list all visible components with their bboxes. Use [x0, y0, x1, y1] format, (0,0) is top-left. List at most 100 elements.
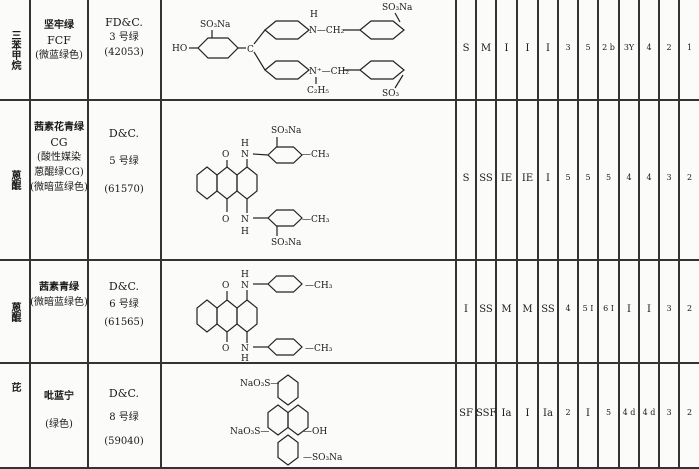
property-value: 2 b	[602, 43, 615, 52]
property-value: 3	[666, 408, 672, 417]
struct-label: H	[241, 227, 249, 237]
benzene-ring	[267, 404, 289, 436]
struct-label: H	[310, 10, 318, 20]
dye-name-line: (绿色)	[45, 419, 73, 430]
struct-label: SO₃Na	[200, 20, 231, 30]
property-value: S	[462, 173, 470, 184]
benzene-ring	[236, 166, 258, 200]
struct-label: —CH₃	[302, 215, 330, 225]
struct-label: O	[222, 344, 229, 354]
dye-name-line: 茜素花青绿	[34, 122, 84, 133]
struct-label: O	[222, 281, 229, 291]
dye-name-line: CG	[50, 136, 68, 149]
property-value: 5	[565, 173, 571, 182]
struct-label: O	[222, 215, 229, 225]
property-value: 6 I	[603, 304, 614, 313]
column-divider	[618, 0, 620, 469]
benzene-ring	[359, 20, 405, 40]
property-value: 4 d	[642, 408, 656, 417]
property-value: IE	[521, 173, 534, 184]
struct-label: N	[241, 344, 249, 354]
benzene-ring	[267, 275, 303, 293]
property-value: M	[522, 304, 533, 315]
column-divider	[577, 0, 579, 469]
property-value: 5	[585, 43, 591, 52]
struct-label: C₂H₅	[307, 86, 329, 96]
property-value: 5 I	[582, 304, 594, 313]
benzene-ring	[196, 299, 218, 333]
struct-label: N	[241, 281, 249, 291]
struct-label: SO₃	[382, 89, 400, 99]
struct-label: H	[241, 354, 249, 364]
property-value: IE	[500, 173, 513, 184]
code-line: (42053)	[104, 47, 144, 58]
dye-name: 吡蓝宁 (绿色)	[30, 383, 88, 439]
struct-label: O	[222, 150, 229, 160]
struct-label: SO₃Na	[271, 238, 302, 248]
property-value: Ia	[543, 408, 553, 419]
property-value: 2	[686, 173, 693, 182]
code-line: D&C.	[108, 387, 140, 400]
struct-label: H	[241, 139, 249, 149]
class-label: 蒽醌	[9, 170, 20, 190]
dye-code: D&C. 6 号绿 (61565)	[88, 278, 160, 332]
column-divider	[475, 0, 477, 469]
dye-code: D&C. 5 号绿 (61570)	[88, 120, 160, 204]
column-divider	[658, 0, 660, 469]
dye-name-line: 吡蓝宁	[44, 391, 74, 402]
column-divider	[455, 0, 457, 469]
struct-label: HO	[172, 44, 187, 54]
struct-label: N	[241, 215, 249, 225]
property-value: I	[504, 43, 509, 54]
dye-name-line: FCF	[47, 34, 71, 47]
dye-code: FD&C. 3 号绿 (42053)	[88, 15, 160, 60]
benzene-ring	[216, 299, 238, 333]
struct-label: N—CH₂	[309, 26, 345, 36]
dye-name: 茜素花青绿 CG (酸性媒染 蒽醌绿CG) (微暗蓝绿色)	[30, 120, 88, 195]
class-label: 芘	[9, 382, 20, 392]
property-value: I	[525, 408, 530, 419]
column-divider	[160, 0, 162, 469]
property-value: 5	[605, 408, 612, 417]
struct-label: N⁺—CH₂	[309, 67, 349, 77]
benzene-ring	[236, 299, 258, 333]
class-label: 三苯甲烷	[9, 29, 20, 70]
property-value: I	[647, 304, 651, 315]
property-value: 3	[666, 304, 672, 313]
row-divider	[0, 99, 699, 101]
dye-name-line: (微蓝绿色)	[35, 50, 83, 61]
bond	[253, 51, 266, 71]
struct-label: H	[241, 270, 249, 280]
property-value: 4	[646, 173, 652, 182]
property-value: SS	[479, 304, 493, 315]
row-divider	[0, 259, 699, 261]
struct-label: SO₃Na	[271, 126, 302, 136]
column-divider	[638, 0, 640, 469]
benzene-ring	[264, 60, 310, 80]
column-divider	[87, 0, 89, 469]
dye-name-line: (酸性媒染	[37, 152, 81, 163]
dye-name-line: 坚牢绿	[44, 20, 74, 31]
code-line: (61565)	[104, 317, 144, 328]
benzene-ring	[267, 338, 303, 356]
property-value: I	[525, 43, 530, 54]
property-value: I	[627, 304, 631, 315]
property-value: 2	[666, 43, 672, 52]
dye-name: 茜素青绿 (微暗蓝绿色)	[30, 280, 88, 310]
benzene-ring	[267, 209, 303, 227]
code-line: 5 号绿	[109, 156, 139, 167]
property-value: S	[462, 43, 470, 54]
property-value: SS	[479, 173, 493, 184]
struct-label: SO₃Na	[382, 3, 413, 13]
struct-label: NaO₃S—	[230, 427, 269, 437]
benzene-ring	[277, 374, 299, 406]
property-value: 4 d	[622, 408, 636, 417]
struct-label: —CH₃	[305, 344, 333, 354]
column-divider	[495, 0, 497, 469]
bond	[394, 12, 401, 23]
property-value: 5	[605, 173, 612, 182]
property-value: I	[546, 173, 550, 184]
column-divider	[678, 0, 680, 469]
benzene-ring	[359, 60, 405, 80]
